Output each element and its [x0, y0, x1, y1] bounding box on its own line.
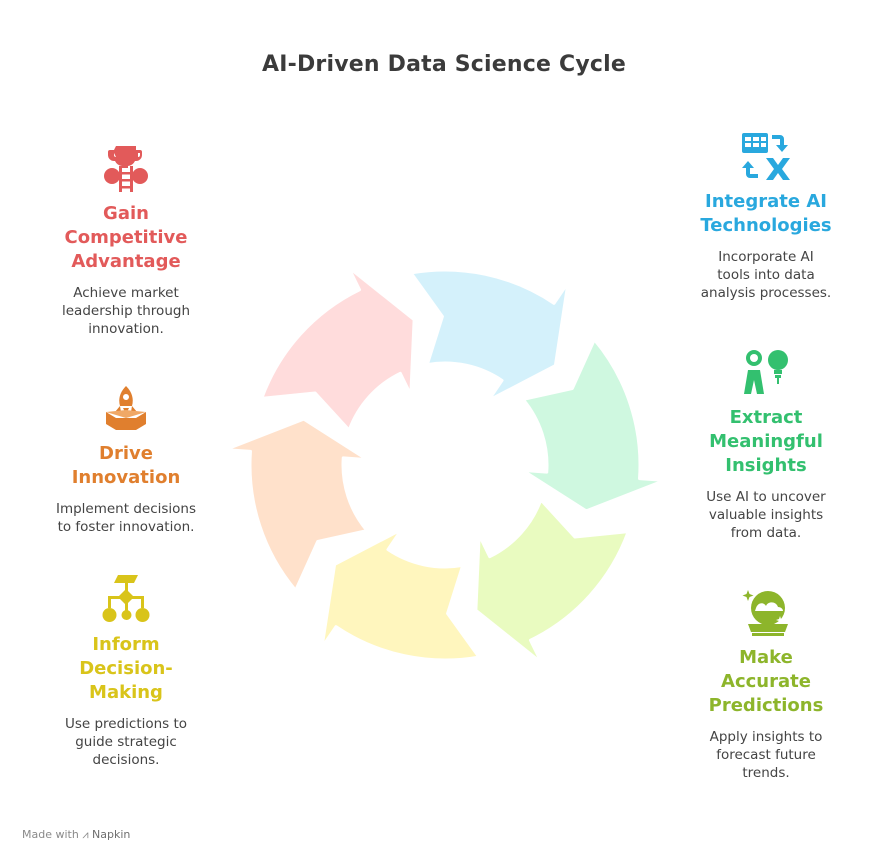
spreadsheet-convert-icon [742, 133, 790, 180]
decision-tree-icon [102, 575, 150, 622]
heading-line: Accurate [721, 671, 811, 692]
desc-line: forecast future [716, 747, 816, 763]
heading-line: Advantage [71, 251, 181, 272]
step-heading: Integrate AI Technologies [666, 190, 866, 238]
step-description: Use AI to uncover valuable insights from… [666, 488, 866, 542]
desc-line: guide strategic [75, 734, 177, 750]
heading-line: Decision- [79, 658, 173, 679]
desc-line: decisions. [92, 752, 160, 768]
desc-line: Implement decisions [55, 501, 197, 517]
step-heading: Inform Decision- Making [26, 633, 226, 705]
napkin-logo-icon: ⩘ [82, 828, 89, 841]
cycle-arrow-integrate [409, 268, 570, 402]
desc-line: trends. [742, 765, 790, 781]
heading-line: Insights [725, 455, 807, 476]
rocket-launch-icon [106, 386, 146, 430]
desc-line: Achieve market [73, 285, 179, 301]
step-description: Use predictions to guide strategic decis… [26, 715, 226, 769]
cycle-arrow-gain [260, 265, 416, 432]
heading-line: Make [739, 647, 793, 668]
step-make-accurate-predictions: Make Accurate Predictions Apply insights… [666, 586, 866, 782]
step-description: Achieve market leadership through innova… [26, 284, 226, 338]
step-inform-decision-making: Inform Decision- Making Use predictions … [26, 573, 226, 769]
footer-brand: Napkin [92, 828, 131, 841]
desc-line: to foster innovation. [57, 519, 195, 535]
heading-line: Innovation [71, 467, 181, 488]
desc-line: Incorporate AI [718, 249, 814, 265]
step-heading: Gain Competitive Advantage [26, 202, 226, 274]
footer-credit: Made with ⩘ Napkin [22, 828, 130, 842]
heading-line: Gain [103, 203, 149, 224]
desc-line: innovation. [88, 321, 164, 337]
step-description: Implement decisions to foster innovation… [26, 500, 226, 536]
cycle-arrow-predict [474, 498, 630, 665]
cycle-arrow-drive [224, 417, 369, 592]
desc-line: Use AI to uncover [706, 489, 826, 505]
cycle-arrow-inform [320, 528, 481, 662]
heading-line: Technologies [700, 215, 832, 236]
step-description: Incorporate AI tools into data analysis … [666, 248, 866, 302]
step-drive-innovation: Drive Innovation Implement decisions to … [26, 382, 226, 536]
heading-line: Competitive [64, 227, 188, 248]
diagram-title: AI-Driven Data Science Cycle [262, 52, 626, 77]
crystal-ball-icon [742, 590, 788, 636]
trophy-ladder-icon [104, 146, 148, 192]
step-extract-meaningful-insights: Extract Meaningful Insights Use AI to un… [666, 346, 866, 542]
desc-line: analysis processes. [700, 285, 832, 301]
step-heading: Make Accurate Predictions [666, 646, 866, 718]
step-heading: Extract Meaningful Insights [666, 406, 866, 478]
footer-prefix: Made with [22, 828, 79, 841]
desc-line: leadership through [62, 303, 190, 319]
step-gain-competitive-advantage: Gain Competitive Advantage Achieve marke… [26, 142, 226, 338]
desc-line: from data. [730, 525, 802, 541]
heading-line: Predictions [708, 695, 824, 716]
desc-line: valuable insights [708, 507, 824, 523]
desc-line: Use predictions to [64, 716, 188, 732]
cycle-arrow-extract [521, 338, 666, 513]
cycle-diagram [224, 265, 666, 665]
heading-line: Meaningful [709, 431, 823, 452]
step-heading: Drive Innovation [26, 442, 226, 490]
step-description: Apply insights to forecast future trends… [666, 728, 866, 782]
step-integrate-ai-technologies: Integrate AI Technologies Incorporate AI… [666, 130, 866, 302]
heading-line: Making [89, 682, 163, 703]
heading-line: Extract [729, 407, 803, 428]
person-lightbulb-icon [744, 350, 788, 394]
heading-line: Inform [92, 634, 160, 655]
heading-line: Integrate AI [705, 191, 827, 212]
desc-line: Apply insights to [709, 729, 823, 745]
heading-line: Drive [99, 443, 153, 464]
desc-line: tools into data [717, 267, 815, 283]
